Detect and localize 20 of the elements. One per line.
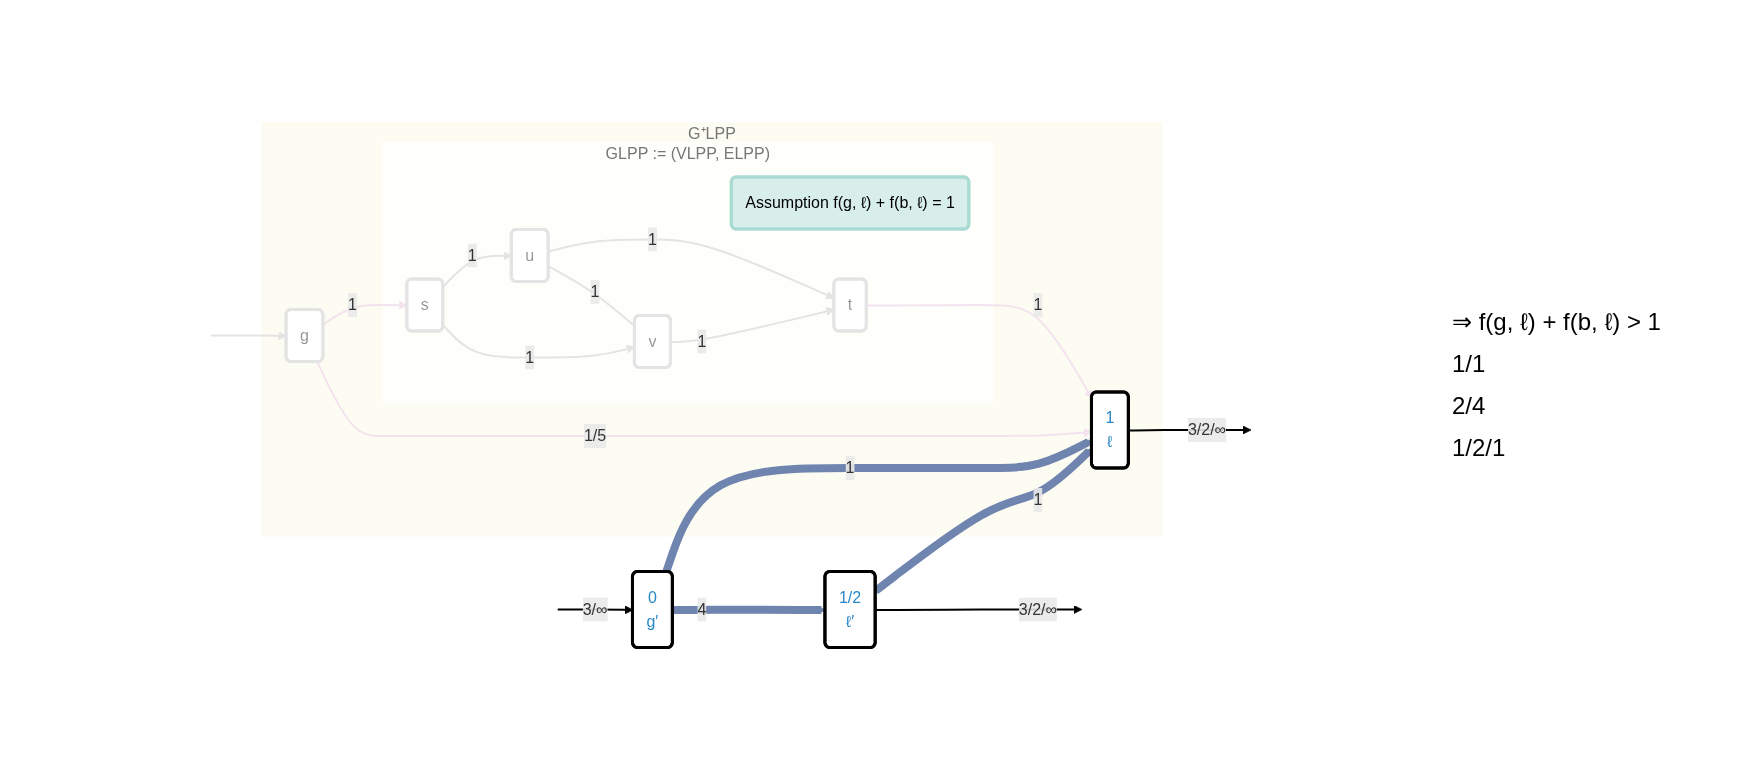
edge-label: 1 — [697, 332, 707, 350]
annotation-text: 1/2/1 — [1452, 433, 1507, 462]
edge-label: 1 — [467, 246, 477, 264]
edge-label: 1 — [525, 348, 535, 366]
edge-label: 1 — [1033, 295, 1043, 313]
edge-label: 1 — [347, 295, 357, 313]
annotation-text: 1/1 — [1452, 349, 1487, 378]
arrow — [672, 605, 826, 615]
annotation-text: ⇒ f(g, ℓ) + f(b, ℓ) > 1 — [1452, 307, 1662, 336]
edge-label: 1 — [1033, 490, 1043, 508]
arrow — [210, 331, 287, 340]
edge-label: 1 — [845, 458, 855, 476]
edge-label: 1 — [647, 230, 657, 248]
edge-label: 1/5 — [583, 426, 607, 444]
edge-label: 3/2/∞ — [1018, 600, 1057, 618]
edge-label: 3/2/∞ — [1187, 420, 1226, 438]
edge-label: 3/∞ — [582, 600, 608, 618]
edge-label: 4 — [697, 600, 707, 618]
edge-label: 1 — [590, 282, 600, 300]
annotation-text: 2/4 — [1452, 391, 1487, 420]
